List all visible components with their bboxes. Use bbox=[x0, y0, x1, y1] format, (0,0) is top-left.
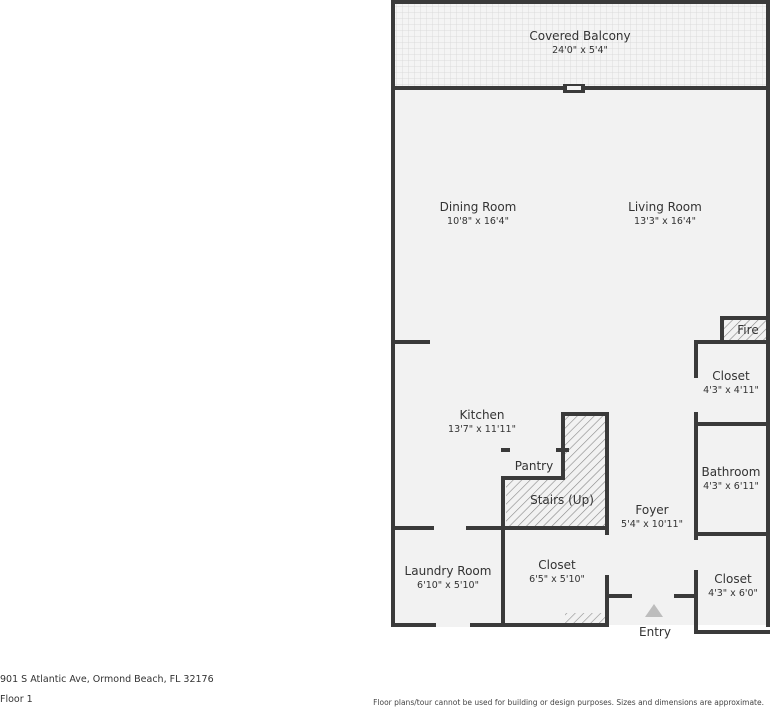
room-dims-bathroom: 4'3" x 6'11" bbox=[703, 481, 759, 492]
closet-hatch bbox=[565, 613, 605, 623]
room-dims-covered-balcony: 24'0" x 5'4" bbox=[552, 45, 608, 56]
room-name-foyer: Foyer bbox=[635, 503, 668, 517]
room-name-living-room: Living Room bbox=[628, 200, 702, 214]
disclaimer: Floor plans/tour cannot be used for buil… bbox=[373, 698, 764, 707]
room-name-stairs: Stairs (Up) bbox=[530, 493, 594, 507]
room-name-bathroom: Bathroom bbox=[702, 465, 761, 479]
room-name-covered-balcony: Covered Balcony bbox=[529, 29, 630, 43]
balcony-floor bbox=[393, 2, 768, 88]
floor-label: Floor 1 bbox=[0, 694, 33, 705]
room-dims-closet-upper: 4'3" x 4'11" bbox=[703, 385, 759, 396]
room-name-pantry: Pantry bbox=[515, 459, 553, 473]
room-name-kitchen: Kitchen bbox=[459, 408, 504, 422]
balcony-door-glass bbox=[567, 86, 581, 90]
room-name-laundry-room: Laundry Room bbox=[405, 564, 492, 578]
entry-arrow-icon bbox=[645, 604, 663, 617]
room-dims-closet-middle: 6'5" x 5'10" bbox=[529, 574, 585, 585]
room-dims-laundry-room: 6'10" x 5'10" bbox=[417, 580, 479, 591]
room-dims-kitchen: 13'7" x 11'11" bbox=[448, 424, 516, 435]
stairs-hatch bbox=[506, 414, 607, 528]
room-dims-living-room: 13'3" x 16'4" bbox=[634, 216, 696, 227]
room-dims-dining-room: 10'8" x 16'4" bbox=[447, 216, 509, 227]
fireplace-hatch bbox=[724, 320, 766, 340]
room-name-closet-lower: Closet bbox=[714, 572, 752, 586]
room-dims-closet-lower: 4'3" x 6'0" bbox=[708, 588, 758, 599]
room-name-closet-middle: Closet bbox=[538, 558, 576, 572]
room-name-closet-upper: Closet bbox=[712, 369, 750, 383]
room-dims-foyer: 5'4" x 10'11" bbox=[621, 519, 683, 530]
room-name-fire: Fire bbox=[737, 323, 758, 337]
main-floor bbox=[393, 88, 768, 625]
openings bbox=[434, 378, 698, 627]
entry-label: Entry bbox=[639, 625, 671, 639]
property-address: 901 S Atlantic Ave, Ormond Beach, FL 321… bbox=[0, 674, 214, 685]
room-name-dining-room: Dining Room bbox=[440, 200, 517, 214]
